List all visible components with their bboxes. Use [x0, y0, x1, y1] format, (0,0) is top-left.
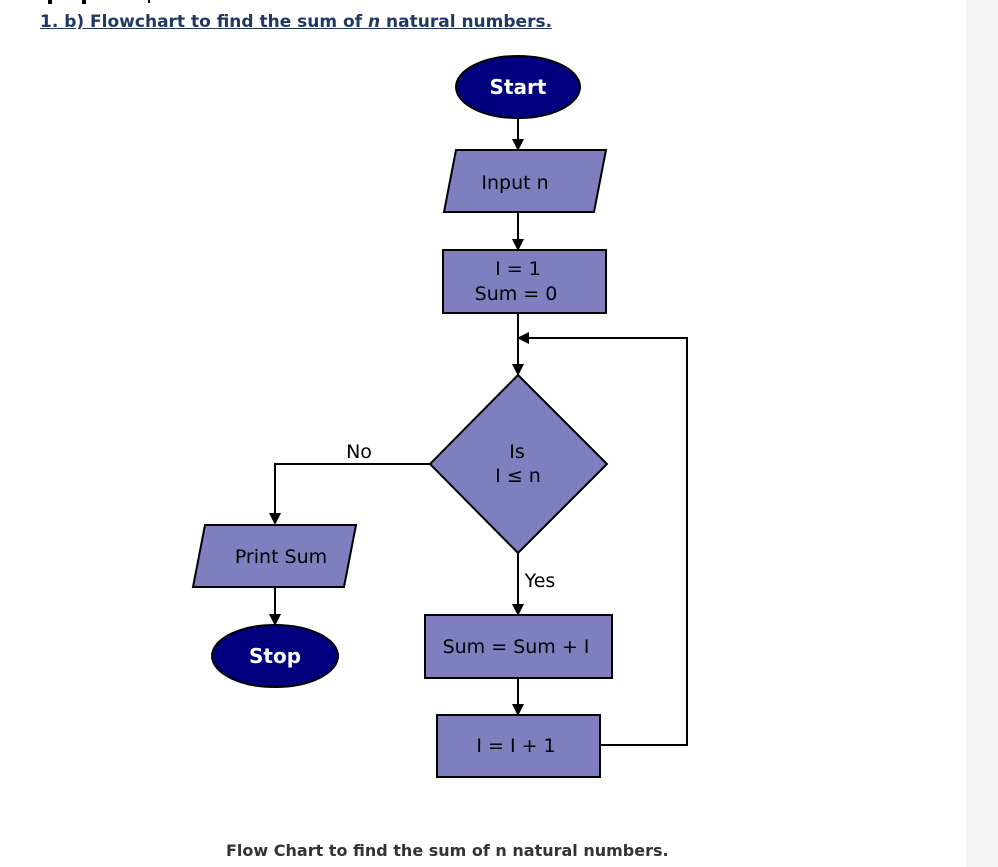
yes-label: Yes [524, 570, 556, 592]
input-parallelogram: Input n [442, 149, 608, 213]
input-label: Input n [481, 172, 548, 194]
stop-label: Stop [249, 644, 301, 668]
connectors [269, 118, 688, 746]
right-gutter [966, 0, 998, 867]
figure-caption: Flow Chart to find the sum of n natural … [226, 841, 669, 860]
decision-diamond: Is I ≤ n [428, 373, 609, 555]
heading-n: n [368, 12, 381, 32]
sum-update-label: Sum = Sum + I [443, 636, 590, 658]
stop-terminal: Stop [211, 624, 339, 688]
decision-line1: Is [509, 441, 525, 463]
page-heading: 1. b) Flowchart to find the sum of n nat… [40, 12, 552, 32]
start-terminal: Start [455, 55, 581, 119]
increment-label: I = I + 1 [476, 735, 555, 757]
print-label: Print Sum [235, 546, 327, 568]
top-edge-mark [148, 0, 150, 3]
init-process: I = 1 Sum = 0 [442, 249, 607, 314]
top-edge-mark [48, 0, 52, 4]
init-line1: I = 1 [495, 258, 541, 280]
heading-suffix: natural numbers. [380, 12, 553, 32]
start-label: Start [490, 75, 547, 99]
init-line2: Sum = 0 [475, 283, 558, 305]
sum-update-process: Sum = Sum + I [424, 614, 613, 679]
print-parallelogram: Print Sum [191, 524, 358, 588]
decision-line2: I ≤ n [495, 465, 541, 487]
no-label: No [346, 441, 372, 463]
increment-process: I = I + 1 [436, 714, 601, 778]
loop-back-arrow [517, 332, 688, 746]
top-edge-mark [82, 0, 86, 4]
arrow-no-to-print [269, 463, 430, 525]
heading-prefix: 1. b) Flowchart to find the sum of [40, 12, 369, 32]
